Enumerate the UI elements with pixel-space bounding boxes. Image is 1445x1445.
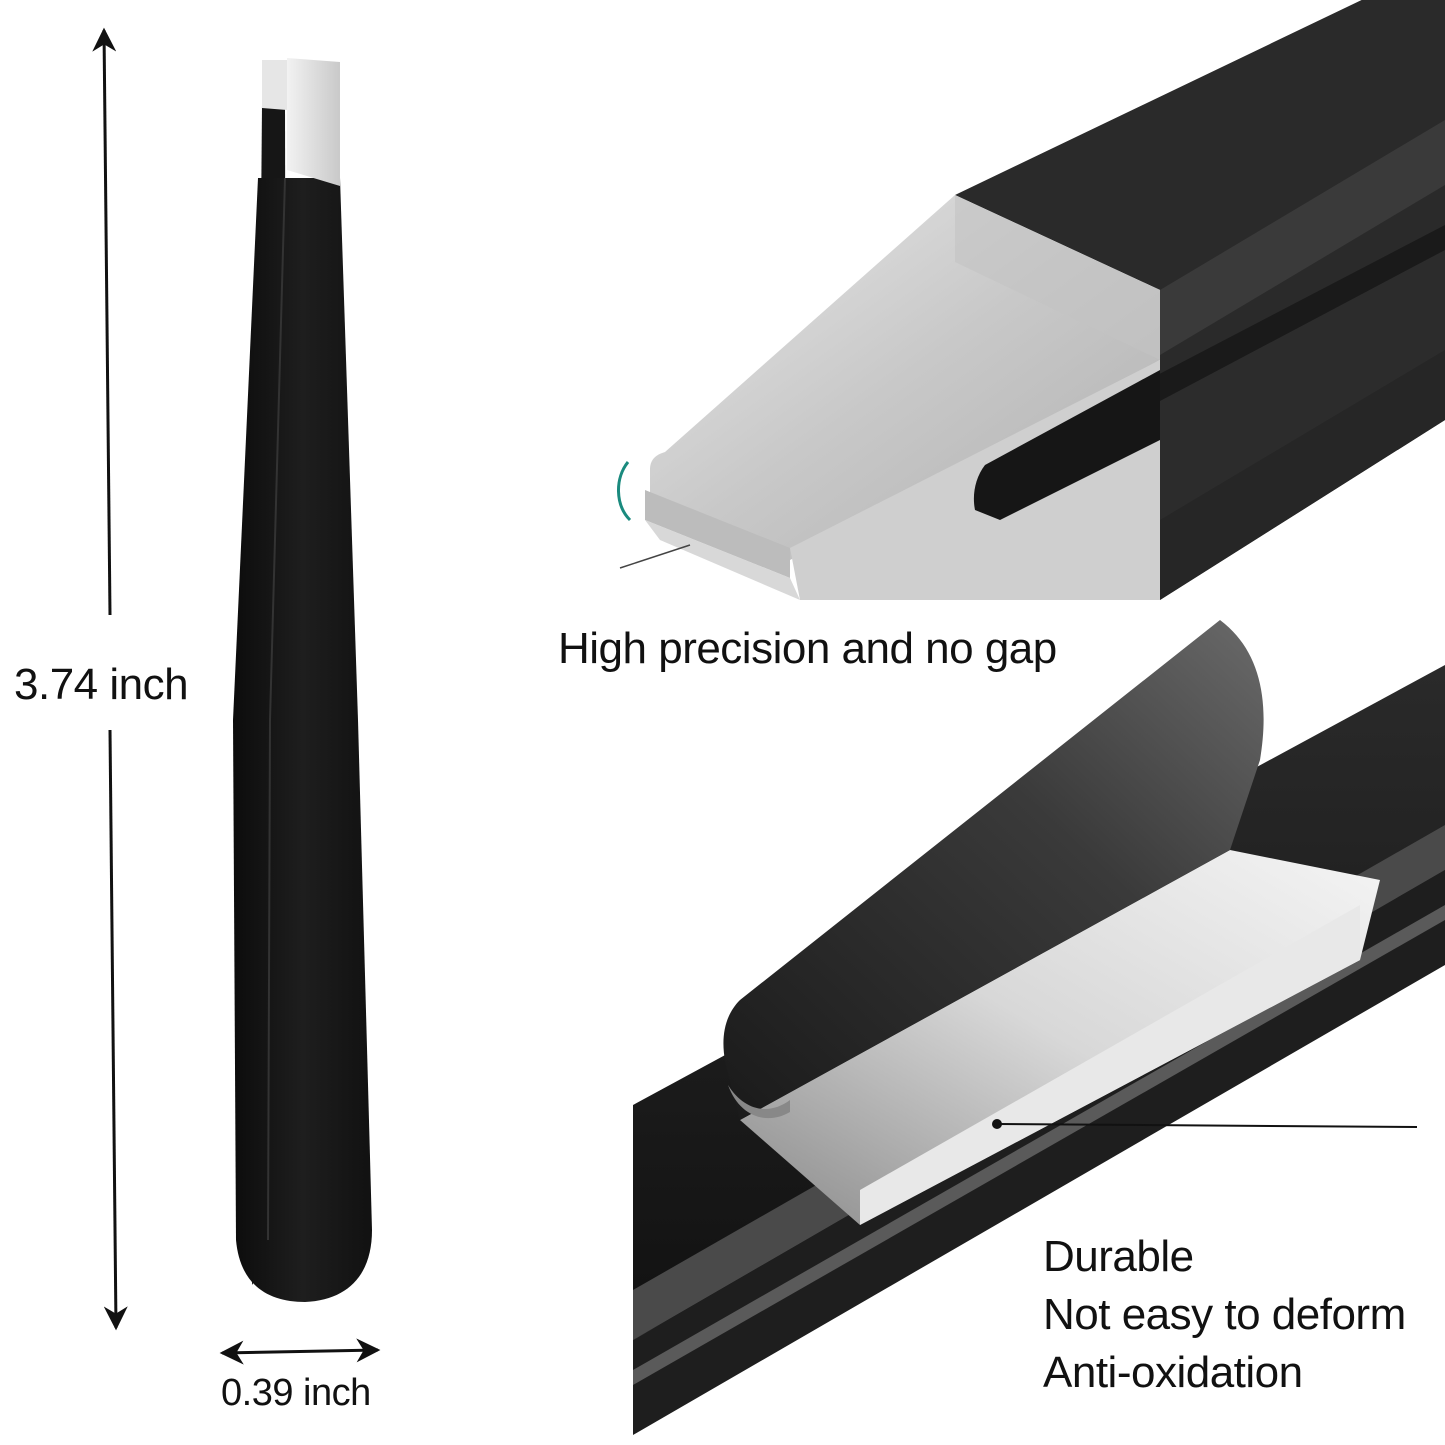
width-dimension-arrow (219, 1338, 381, 1365)
width-dimension-label: 0.39 inch (221, 1372, 371, 1414)
feature-item: Durable (1043, 1232, 1194, 1281)
tweezers-full-view (233, 58, 372, 1302)
feature-item: Anti-oxidation (1043, 1348, 1303, 1397)
motion-arc-icon (617, 461, 632, 522)
length-dimension-label: 3.74 inch (14, 656, 189, 714)
feature-list: Durable Not easy to deform Anti-oxidatio… (1043, 1228, 1406, 1402)
coating-closeup (633, 620, 1445, 1435)
feature-item: Not easy to deform (1043, 1290, 1406, 1339)
tip-closeup (617, 0, 1445, 600)
length-dimension-arrow (92, 27, 117, 616)
precision-callout: High precision and no gap (558, 624, 1057, 673)
